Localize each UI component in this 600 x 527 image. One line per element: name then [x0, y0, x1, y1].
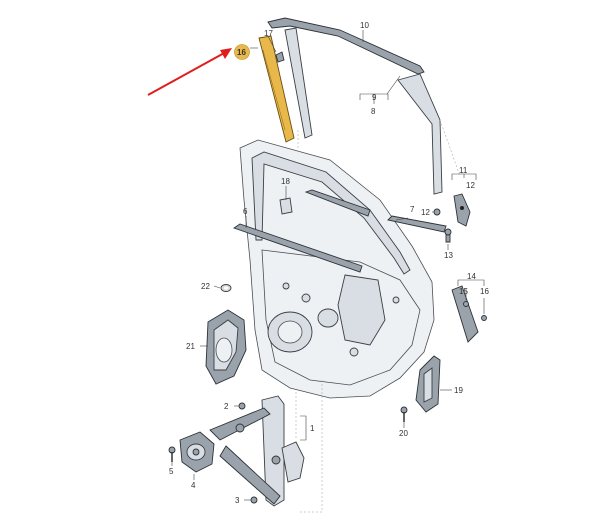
callout-10: 10 — [360, 21, 369, 30]
screw-3 — [250, 496, 258, 504]
callout-badge-17 — [234, 44, 250, 60]
callout-14: 14 — [467, 272, 476, 281]
callout-2: 2 — [224, 402, 229, 411]
seal-7 — [387, 215, 447, 233]
callout-23: 22 — [201, 282, 210, 291]
window-frame-seal — [267, 17, 443, 195]
callout-16: 16 — [480, 287, 489, 296]
callout-12-side: 12 — [421, 208, 430, 217]
door-end-trim — [451, 285, 487, 343]
window-regulator — [209, 395, 305, 507]
callout-21: 20 — [399, 429, 408, 438]
callout-17: 16 — [237, 48, 246, 57]
grommet-23 — [220, 284, 232, 292]
screw-12 — [433, 208, 441, 216]
screw-13 — [444, 228, 452, 243]
callout-6: 6 — [243, 207, 248, 216]
assembly-guides — [295, 119, 461, 513]
callout-18: 17 — [264, 29, 273, 38]
callout-8: 8 — [371, 107, 376, 116]
door-shell — [239, 139, 435, 399]
callout-5: 5 — [169, 467, 174, 476]
regulator-motor — [179, 431, 215, 473]
callout-1: 1 — [310, 424, 315, 433]
leader-lines — [171, 30, 485, 501]
screw-21 — [400, 406, 408, 422]
inner-strip-19 — [279, 189, 371, 217]
screw-2 — [238, 402, 246, 410]
callout-12-top: 12 — [466, 181, 475, 190]
red-pointer-arrow — [147, 48, 232, 96]
callout-4: 4 — [191, 481, 196, 490]
callout-20: 19 — [454, 386, 463, 395]
belt-moulding — [232, 223, 363, 273]
callout-15: 15 — [459, 287, 468, 296]
callout-labels: 10 17 16 9 8 11 12 12 7 13 14 15 16 18 6… — [169, 21, 489, 505]
callout-11: 11 — [459, 166, 468, 175]
speaker-cover — [205, 309, 247, 385]
callout-22: 21 — [186, 342, 195, 351]
clip-18 — [275, 51, 285, 63]
callout-13: 13 — [444, 251, 453, 260]
callout-9: 9 — [372, 93, 377, 102]
bracket-20 — [415, 355, 441, 413]
screw-5 — [168, 446, 176, 462]
callout-19: 18 — [281, 177, 290, 186]
callout-3: 3 — [235, 496, 240, 505]
callout-7: 7 — [410, 205, 415, 214]
guide-rail-highlighted — [258, 35, 295, 143]
corner-bracket — [453, 193, 471, 227]
